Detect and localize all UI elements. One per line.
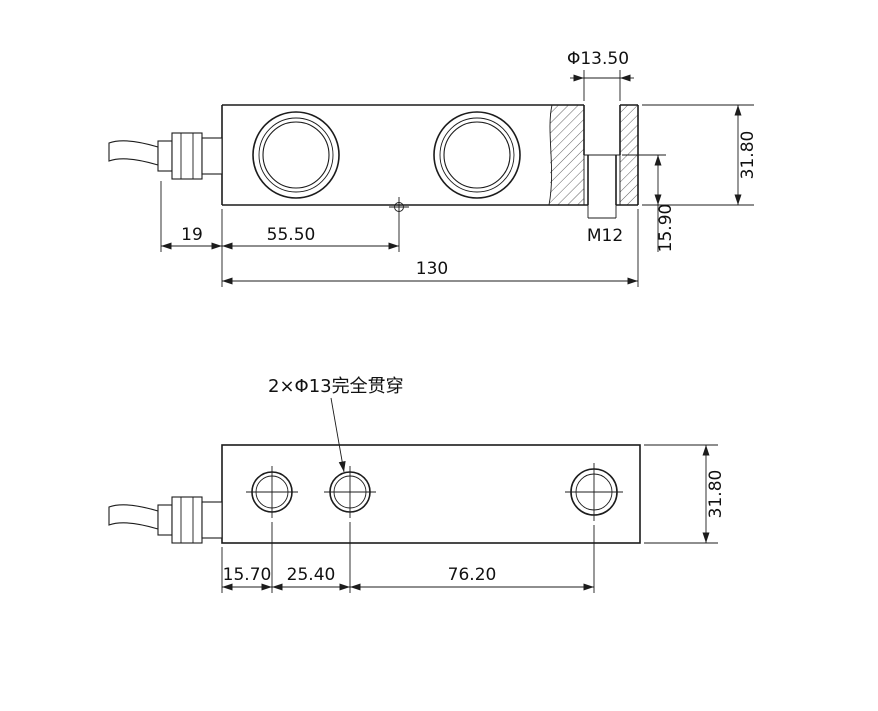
cavity-ring: [443, 121, 511, 189]
hole-callout: 2×Φ13完全贯穿: [268, 376, 404, 473]
mounting-hole-2: [324, 466, 376, 518]
plan-view: 2×Φ13完全贯穿 31.80 15.70 25.40 76.20: [108, 376, 726, 593]
side-view: Φ13.50 31.80 15.90 M12 19: [108, 49, 758, 287]
dim-text: 31.80: [706, 470, 726, 519]
dim-gland-length: 19: [160, 181, 223, 287]
dim-text: 25.40: [287, 565, 336, 585]
leader-line: [330, 397, 346, 473]
plan-body: [221, 444, 641, 544]
dim-body-height-plan: 31.80: [644, 444, 726, 544]
cavity-ring: [258, 117, 334, 193]
dim-text: 76.20: [448, 565, 497, 585]
dim-text: 15.90: [656, 204, 676, 253]
cavity-ring: [433, 111, 521, 199]
strain-cavity-left: [252, 111, 340, 199]
dim-text: 31.80: [738, 131, 758, 180]
callout-text: 2×Φ13完全贯穿: [268, 376, 404, 397]
dim-load-point-offset: 55.50: [222, 217, 400, 252]
thread-label: M12: [587, 226, 623, 246]
dim-thread-depth: 15.90: [622, 154, 676, 253]
cavity-ring: [439, 117, 515, 193]
cavity-ring: [262, 121, 330, 189]
dim-text: 15.70: [223, 565, 272, 585]
dim-text: Φ13.50: [567, 49, 629, 69]
load-hole-plan: [565, 463, 623, 521]
cable-gland-plan: [108, 496, 223, 544]
mounting-hole-1: [246, 466, 298, 518]
dim-body-height-side: 31.80: [642, 104, 758, 206]
section-hatch-left: [550, 105, 584, 205]
strain-cavity-right: [433, 111, 521, 199]
dim-text: 19: [181, 225, 203, 245]
dim-hole-positions: 15.70 25.40 76.20: [221, 522, 595, 593]
cavity-ring: [252, 111, 340, 199]
load-hole-section: [583, 105, 621, 219]
dim-bore-diameter: Φ13.50: [567, 49, 634, 101]
load-point-marker: [389, 197, 409, 217]
cable-gland-side: [108, 132, 223, 180]
dim-body-length: 130: [222, 209, 639, 287]
section-break-line: [548, 104, 553, 206]
dim-text: 130: [416, 259, 448, 279]
dim-text: 55.50: [267, 225, 316, 245]
